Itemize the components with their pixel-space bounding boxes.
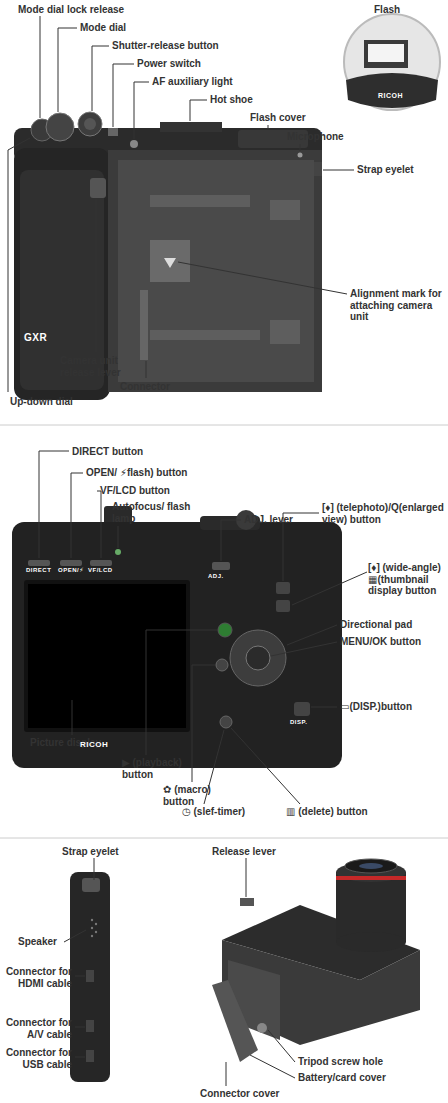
part-label: Shutter-release button <box>112 40 219 52</box>
part-label: Microphone <box>287 131 344 143</box>
part-label: Connector for A/V cable <box>4 1017 72 1040</box>
part-label: ADJ. lever <box>244 514 293 526</box>
part-label: Speaker <box>18 936 57 948</box>
part-label: Up-down dial <box>10 396 73 408</box>
camera-marking: ADJ. <box>208 573 224 580</box>
part-label: VF/LCD button <box>100 485 170 497</box>
part-label: ▶ (playback) button <box>122 757 194 780</box>
part-label: DIRECT button <box>72 446 143 458</box>
camera-marking: RICOH <box>378 92 403 100</box>
part-label: Autofocus/ flash lamp <box>112 501 192 524</box>
part-label: Power switch <box>137 58 201 70</box>
camera-marking: DIRECT <box>26 567 51 574</box>
part-label: Flash cover <box>250 112 306 124</box>
part-label: ◷ (slef-timer) <box>182 806 245 818</box>
part-label: ✿ (macro) button <box>163 784 233 807</box>
part-label: [♦] (wide-angle) ▦(thumbnail display but… <box>368 562 446 597</box>
part-label: Connector cover <box>200 1088 279 1100</box>
part-label: Release lever <box>212 846 276 858</box>
part-label: Mode dial <box>80 22 126 34</box>
part-label: Hot shoe <box>210 94 253 106</box>
camera-marking: VF/LCD <box>88 567 113 574</box>
part-label: [♦] (telephoto)/Q(enlarged view) button <box>322 502 446 525</box>
part-label: Strap eyelet <box>62 846 119 858</box>
part-label: Connector for USB cable <box>4 1047 72 1070</box>
part-label: Connector <box>120 381 170 393</box>
part-label: Connector for HDMI cable <box>4 966 72 989</box>
part-label: Alignment mark for attaching camera unit <box>350 288 446 323</box>
part-label: ▥ (delete) button <box>286 806 368 818</box>
part-label: Mode dial lock release <box>18 4 124 16</box>
part-label: AF auxiliary light <box>152 76 233 88</box>
part-label: Directional pad <box>340 619 412 631</box>
part-label: Battery/card cover <box>298 1072 386 1084</box>
part-label: Tripod screw hole <box>298 1056 383 1068</box>
part-label: Flash <box>374 4 400 16</box>
camera-marking: OPEN/⚡ <box>58 567 84 574</box>
part-label: OPEN/ ⚡flash) button <box>86 467 187 479</box>
part-label: MENU/OK button <box>340 636 421 648</box>
camera-marking: DISP. <box>290 719 307 726</box>
camera-marking: RICOH <box>80 740 108 749</box>
camera-marking: GXR <box>24 332 47 344</box>
part-label: Camera unit release lever <box>60 355 146 378</box>
part-label: Strap eyelet <box>357 164 414 176</box>
part-label: ▭(DISP.)button <box>340 701 412 713</box>
